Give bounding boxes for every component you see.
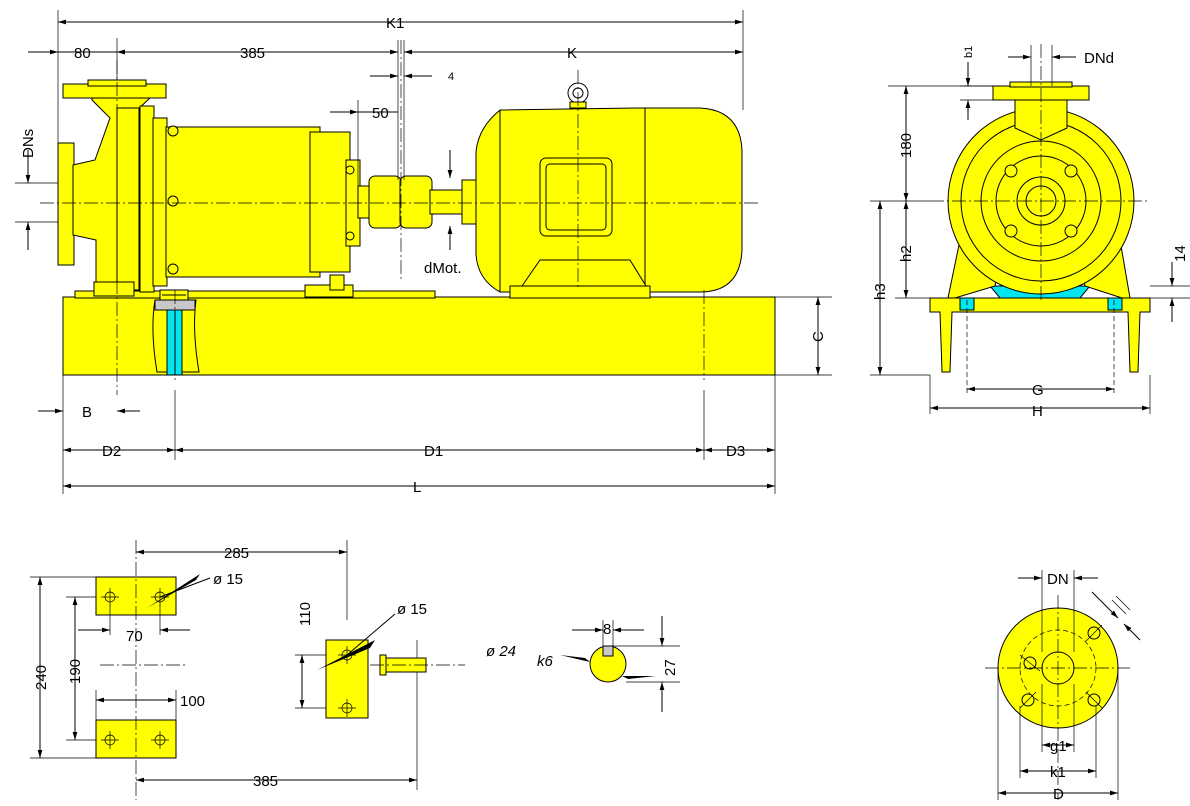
dim-dia15-a: ø 15 xyxy=(213,571,243,588)
dim-C: C xyxy=(810,331,827,342)
dim-b1: b1 xyxy=(963,46,975,58)
dim-g1: g1 xyxy=(1050,738,1067,755)
dim-80: 80 xyxy=(74,45,91,62)
dim-50: 50 xyxy=(372,105,389,122)
flange-detail: DN g1 k1 D xyxy=(985,570,1141,803)
dim-D1: D1 xyxy=(424,443,443,460)
dim-385-top: 385 xyxy=(240,45,265,62)
dim-K1: K1 xyxy=(386,15,404,32)
dim-dMot: dMot. xyxy=(424,260,462,277)
dim-180: 180 xyxy=(898,133,915,158)
dim-DNd: DNd xyxy=(1084,50,1114,67)
dim-B: B xyxy=(82,404,92,421)
side-view: K1 80 385 K 4 50 dMot. DNs xyxy=(15,10,832,496)
dim-285: 285 xyxy=(224,545,249,562)
dim-DN: DN xyxy=(1047,571,1069,588)
dim-4: 4 xyxy=(448,71,454,83)
dim-70: 70 xyxy=(126,628,143,645)
dim-D2: D2 xyxy=(102,443,121,460)
dim-H: H xyxy=(1032,403,1043,420)
dim-k1: k1 xyxy=(1050,764,1066,781)
dim-DNs: DNs xyxy=(20,129,37,158)
dim-14: 14 xyxy=(1172,245,1189,262)
foundation-plan: ø 15 285 70 240 190 100 385 xyxy=(30,540,465,800)
dim-190: 190 xyxy=(67,659,84,684)
dim-8: 8 xyxy=(603,621,611,638)
dim-110: 110 xyxy=(297,602,314,626)
dim-h2: h2 xyxy=(898,245,915,262)
dim-dia15-b: ø 15 xyxy=(397,601,427,618)
dim-385-bottom: 385 xyxy=(253,773,278,790)
dim-D3: D3 xyxy=(726,443,745,460)
dim-K: K xyxy=(567,45,577,62)
dim-100: 100 xyxy=(180,693,205,710)
coupling xyxy=(357,175,483,229)
dim-dia24: ø 24 xyxy=(486,643,516,660)
front-view: b1 DNd 180 h2 h3 14 G H xyxy=(870,44,1190,420)
dim-27: 27 xyxy=(662,659,679,676)
shaft-section: 8 27 ø 24 k6 xyxy=(486,616,680,712)
dim-G: G xyxy=(1032,382,1044,399)
dim-D: D xyxy=(1053,786,1064,803)
dim-L: L xyxy=(413,479,421,496)
motor xyxy=(475,82,743,299)
dim-h3: h3 xyxy=(872,283,889,300)
dim-240: 240 xyxy=(33,665,50,690)
bearing-bracket xyxy=(165,125,361,298)
pump-casing xyxy=(57,79,168,297)
dim-k6: k6 xyxy=(537,653,554,670)
base-frame xyxy=(929,297,1151,373)
